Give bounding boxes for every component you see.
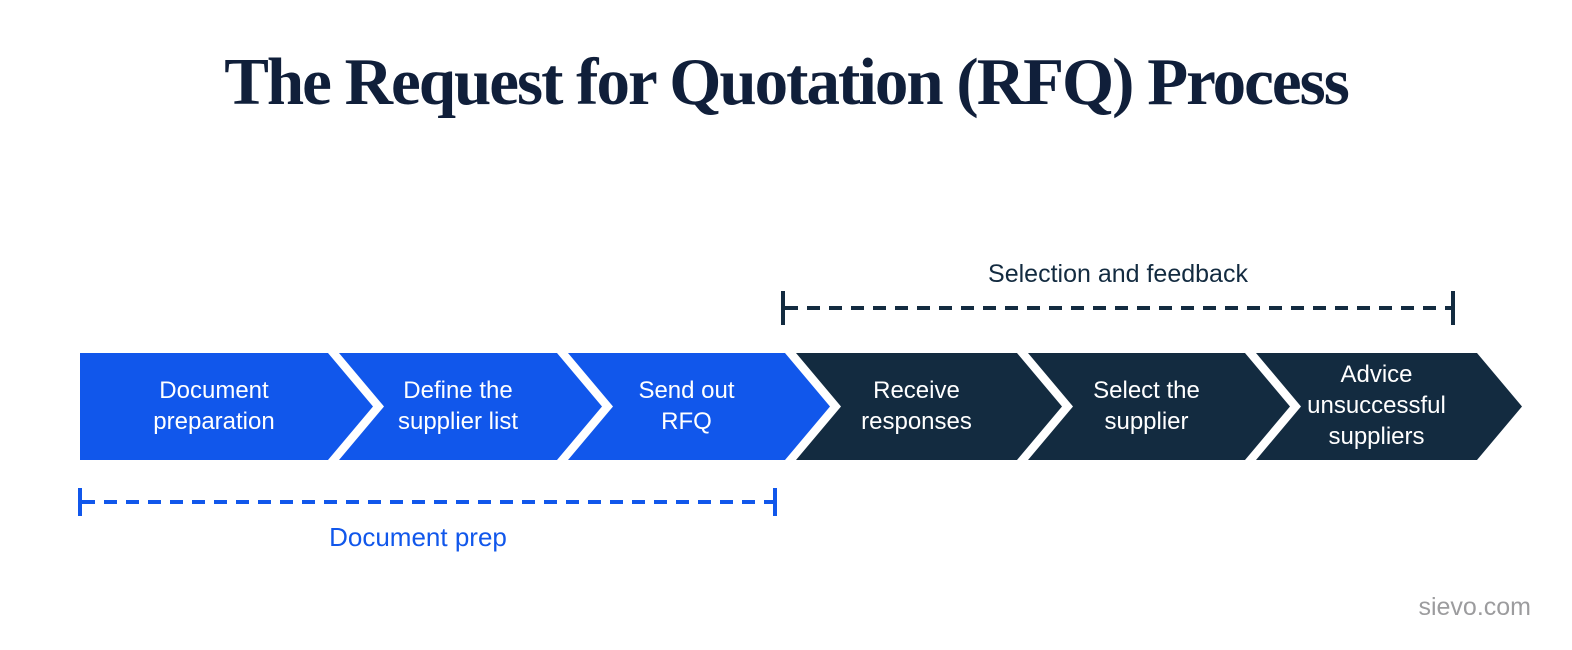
- page-title: The Request for Quotation (RFQ) Process: [224, 45, 1350, 119]
- process-flow: Document preparation Define the supplier…: [80, 353, 1522, 460]
- selection-feedback-bracket: [781, 291, 1455, 325]
- chevron-step-2-shape: [339, 353, 602, 460]
- chevron-step-1-shape: [80, 353, 373, 460]
- chevron-step-5-shape: [1028, 353, 1290, 460]
- document-prep-bracket: [78, 488, 777, 516]
- selection-feedback-label: Selection and feedback: [988, 260, 1248, 288]
- document-prep-label: Document prep: [329, 522, 507, 552]
- step-label-document-preparation: Document preparation: [153, 376, 275, 435]
- process-flow-shapes: [80, 353, 1522, 460]
- step-label-define-supplier-list: Define the supplier list: [397, 376, 519, 435]
- chevron-step-3-shape: [568, 353, 830, 460]
- step-label-select-supplier: Select the supplier: [1093, 376, 1200, 435]
- step-label-send-out-rfq: Send out RFQ: [638, 376, 735, 435]
- chevron-step-4-shape: [796, 353, 1062, 460]
- website-text: sievo.com: [1418, 593, 1531, 621]
- step-label-advice-unsuccessful-suppliers: Advice unsuccessful suppliers: [1307, 361, 1446, 450]
- step-label-receive-responses: Receive responses: [861, 376, 972, 435]
- chevron-step-6-shape: [1256, 353, 1522, 460]
